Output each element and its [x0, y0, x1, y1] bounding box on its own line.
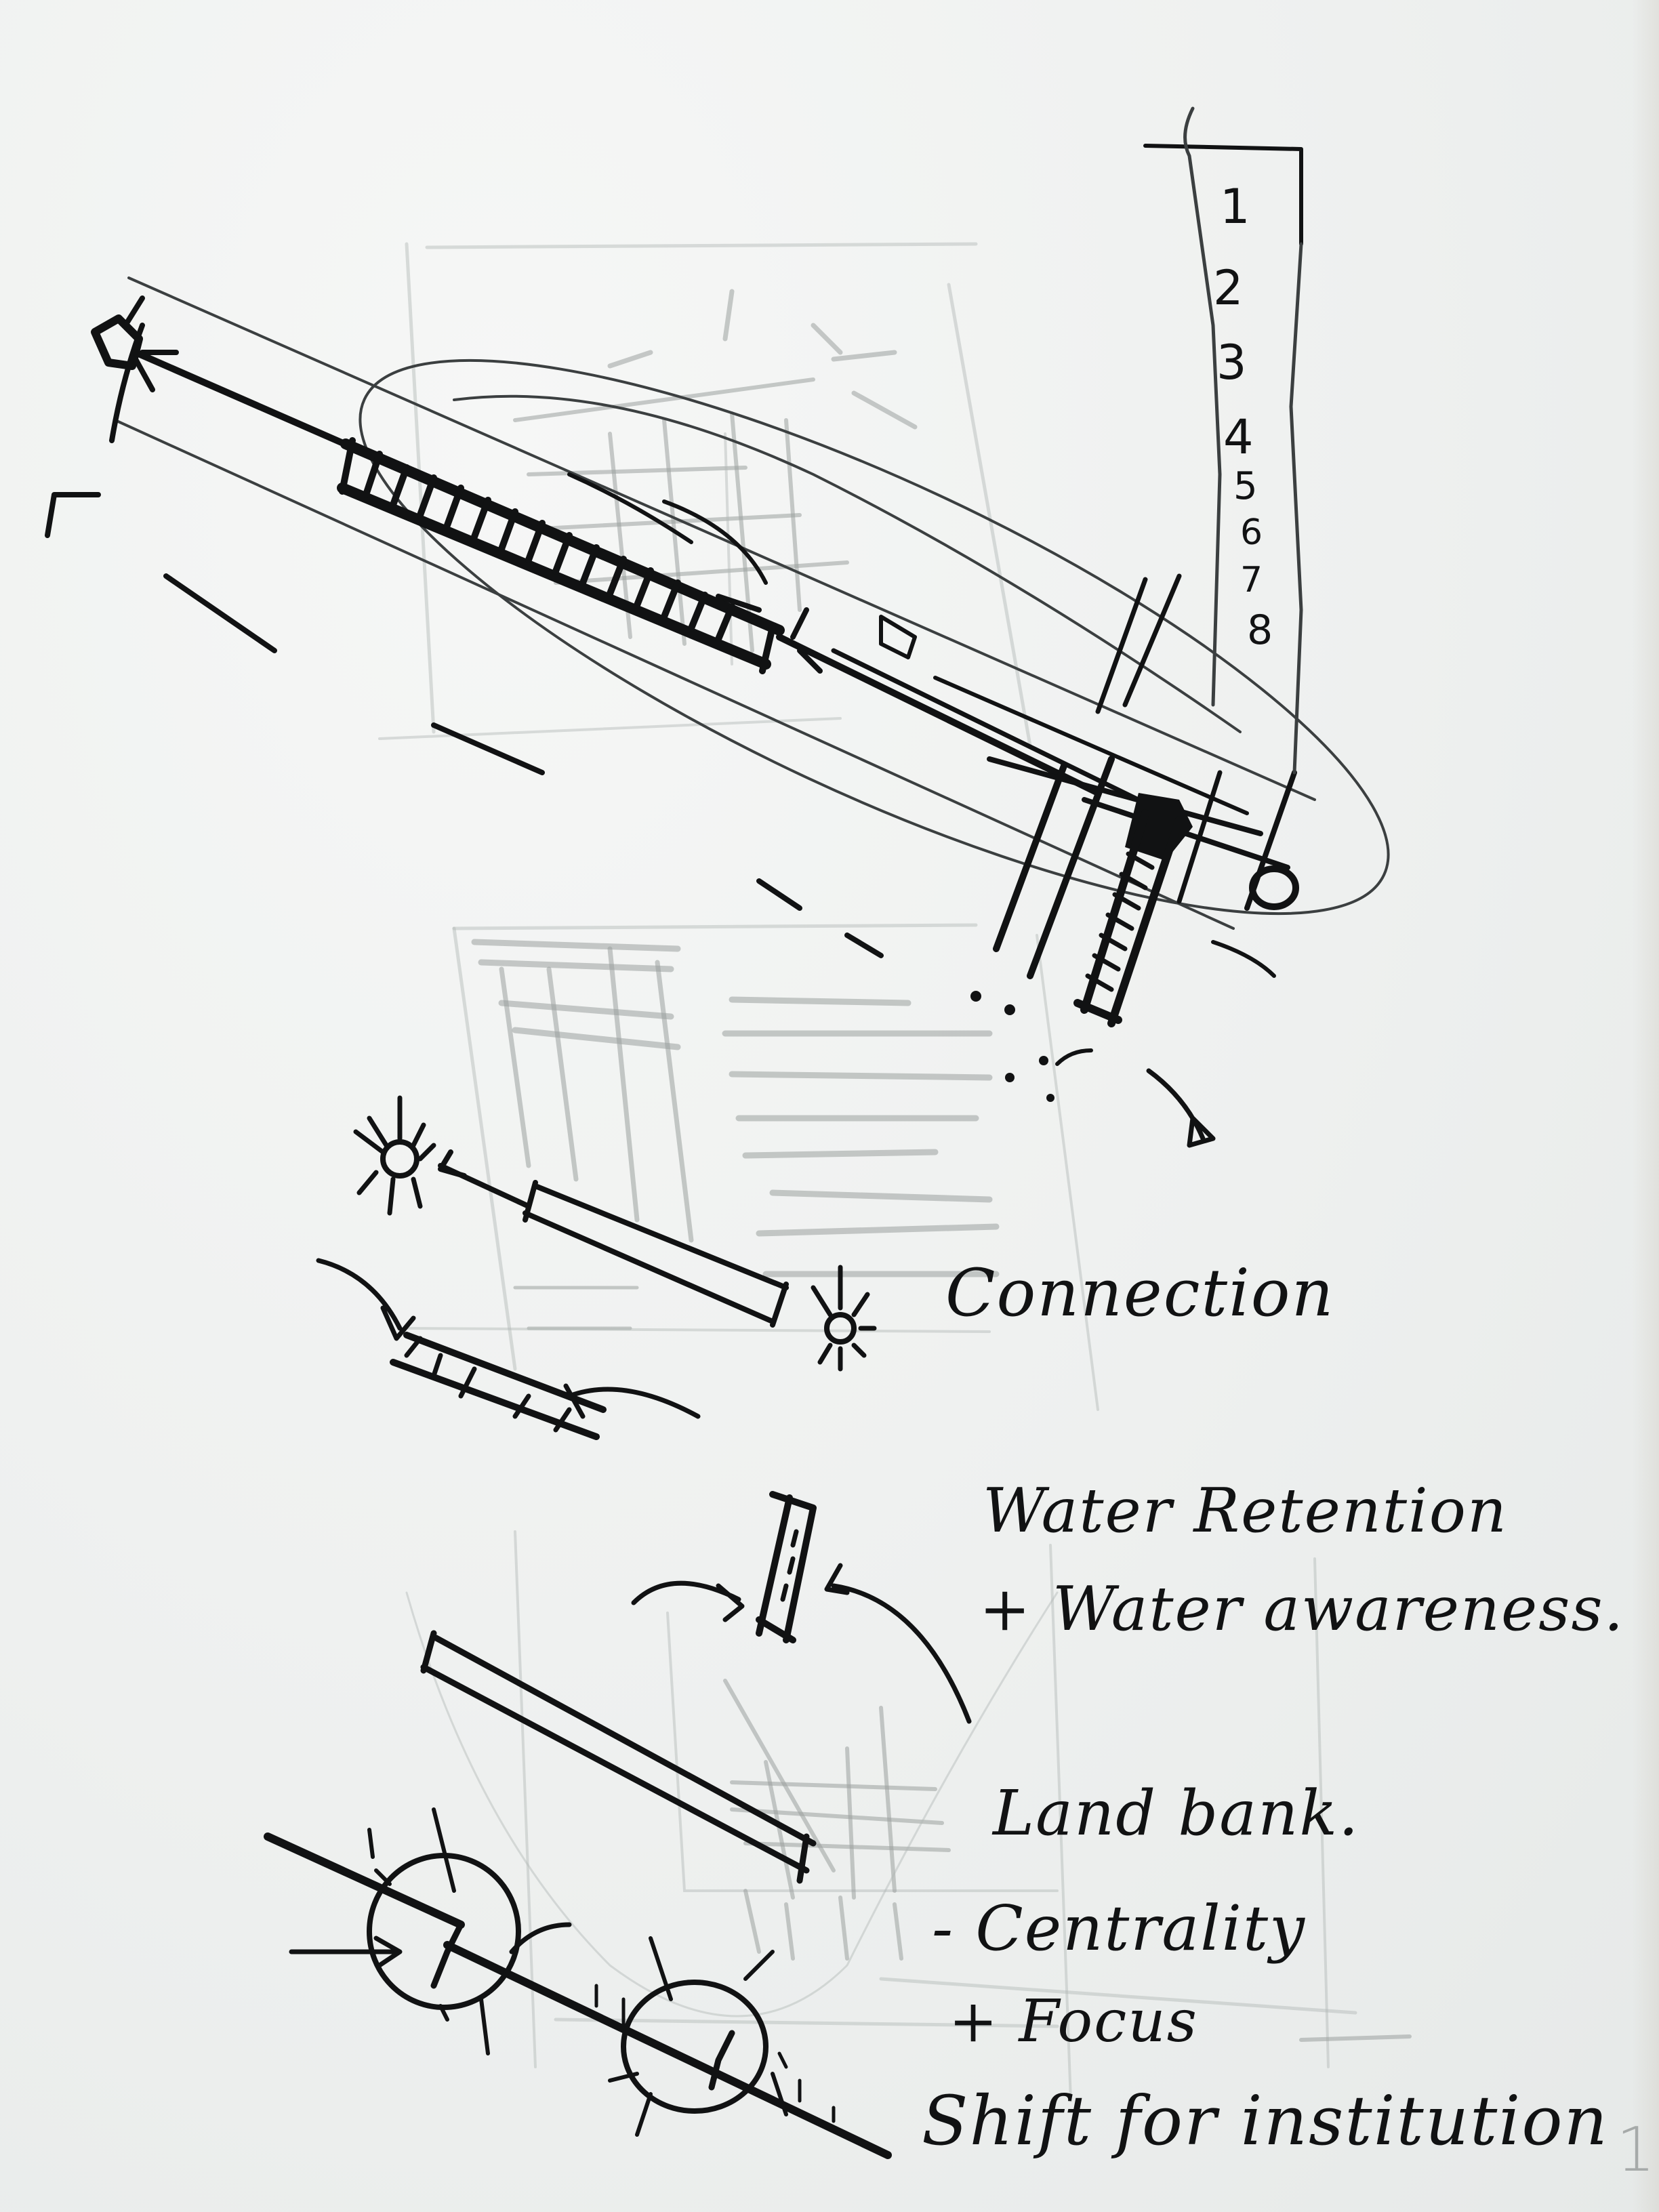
land-bank-diagram [420, 1630, 817, 1884]
annotation-shift-for-institution: Shift for institution [922, 2081, 1609, 2160]
list-item: 5 [1233, 464, 1258, 508]
annotation-land-bank: Land bank. [993, 1777, 1360, 1849]
annotation-focus: + Focus [949, 1988, 1198, 2055]
connection-diagram [353, 1095, 877, 1372]
annotation-connection: Connection [945, 1255, 1335, 1331]
list-item: 1 [1220, 179, 1250, 234]
sun-icon [811, 1265, 877, 1372]
numbered-list-frame [1143, 106, 1303, 775]
annotation-water-awareness: + Water awareness. [979, 1574, 1625, 1645]
eye-sun-icon [91, 295, 179, 443]
circle-node [1244, 770, 1299, 911]
pencil-bleed-through [378, 242, 1412, 2102]
hatched-segment-diagram [316, 1258, 701, 1440]
L-junction [987, 756, 1290, 1027]
paper-edge-shadow [1632, 0, 1659, 2212]
list-item: 2 [1213, 260, 1244, 316]
list-item: 3 [1216, 335, 1247, 390]
list-item: 7 [1240, 560, 1263, 600]
list-item: 6 [1240, 512, 1263, 553]
centrality-diagram [264, 1807, 892, 2159]
annotation-water-retention: Water Retention [983, 1475, 1508, 1547]
list-item: 4 [1223, 409, 1254, 465]
water-retention-diagram [631, 1491, 972, 1724]
sun-icon [353, 1095, 436, 1216]
hatched-axis-bar [337, 437, 785, 674]
main-axis-diagram [45, 276, 1390, 1148]
list-item: 8 [1247, 607, 1273, 654]
page-number: 1 [1616, 2114, 1656, 2186]
annotation-centrality: - Centrality [932, 1892, 1307, 1965]
